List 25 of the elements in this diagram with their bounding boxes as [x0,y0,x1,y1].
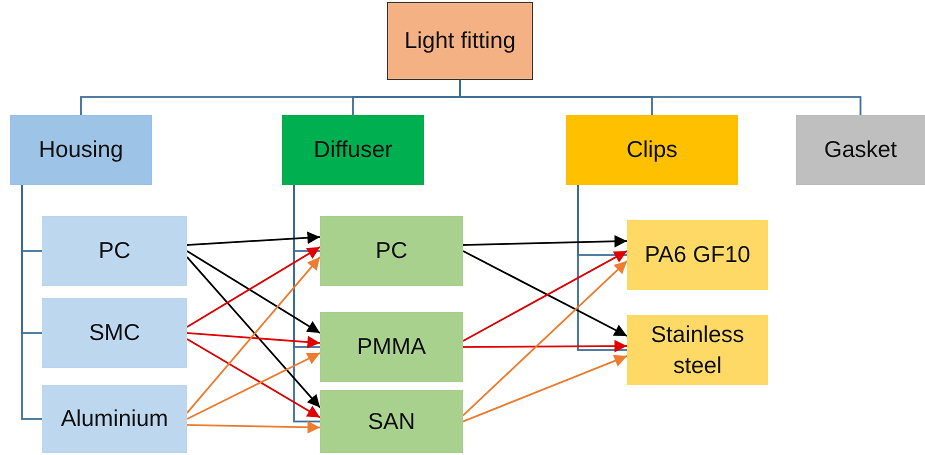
category-box: SMC [42,298,187,368]
tree-connector [293,185,320,422]
arrow [186,420,320,434]
arrow [186,332,320,348]
arrow [462,354,628,422]
category-box: Housing [10,115,152,185]
arrow [463,340,627,352]
category-box: PA6 GF10 [627,220,768,290]
tree-connector [21,185,42,420]
arrow [462,260,628,416]
category-box: Diffuser [282,115,424,185]
tree-connector [577,185,627,351]
category-box: SAN [320,390,463,453]
arrow [462,235,628,248]
category-box: PC [42,216,187,286]
arrow [186,231,320,246]
category-box: PC [320,216,463,286]
category-box: PMMA [320,312,463,382]
category-box: Gasket [796,115,925,185]
root-box: Light fitting [387,2,533,80]
category-box: Aluminium [42,385,187,453]
arrow [186,352,320,420]
category-box: Stainless steel [627,315,768,385]
arrow [186,338,320,418]
category-box: Clips [566,115,738,185]
